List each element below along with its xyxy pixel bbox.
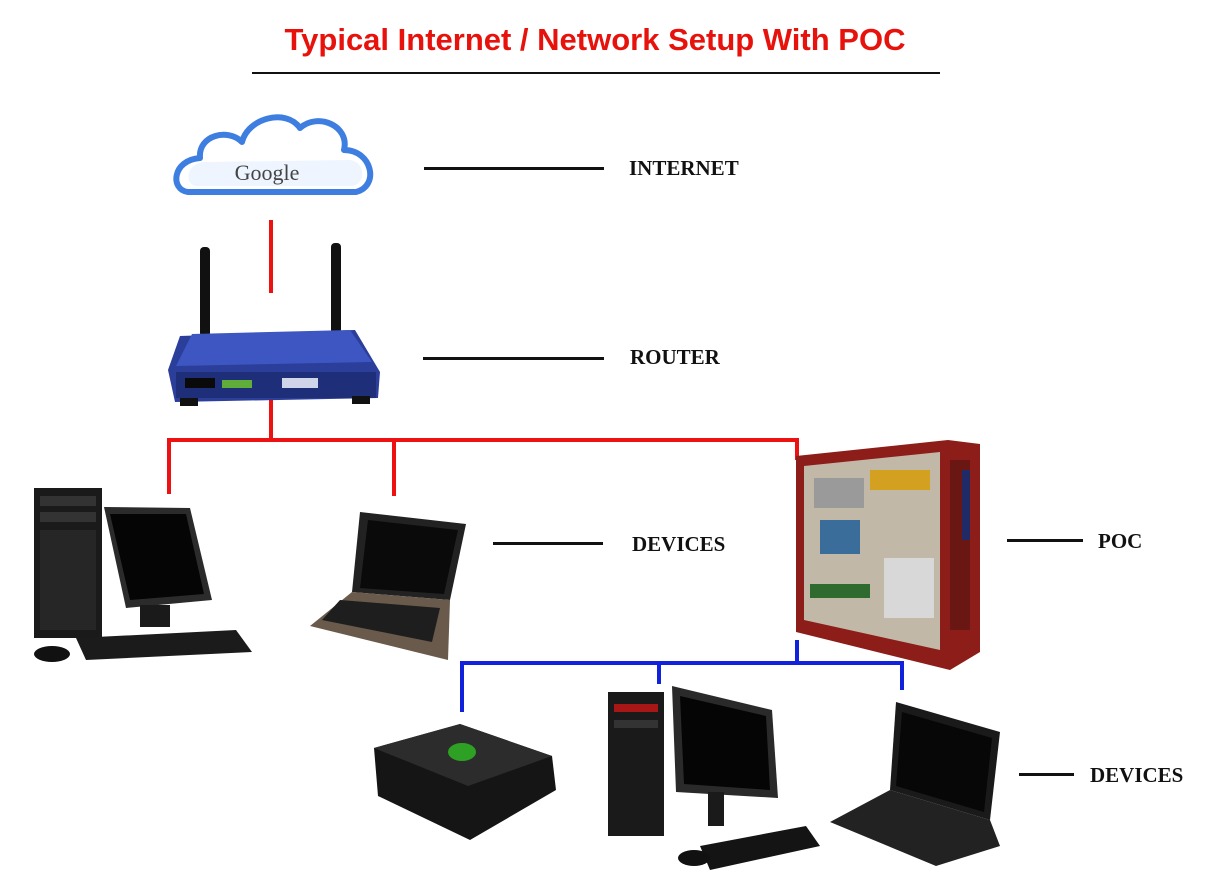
poc-label: POC bbox=[1098, 529, 1143, 553]
router-laptop-link bbox=[271, 438, 396, 496]
page-title: Typical Internet / Network Setup With PO… bbox=[284, 22, 906, 57]
laptop-icon bbox=[830, 702, 1000, 866]
cloud-icon: Google bbox=[173, 114, 374, 195]
router-icon bbox=[168, 243, 380, 406]
poc-leader-line bbox=[1007, 539, 1083, 542]
devices-top-leader-line bbox=[493, 542, 603, 545]
devices-top-label: DEVICES bbox=[632, 532, 726, 556]
router-links bbox=[167, 220, 799, 496]
internet-leader-line bbox=[424, 167, 604, 170]
devices-bottom-label: DEVICES bbox=[1090, 763, 1184, 787]
poc-device-bus bbox=[460, 661, 904, 712]
laptop-icon bbox=[310, 512, 466, 660]
router-poc-link bbox=[394, 438, 799, 460]
devices-bottom-leader-line bbox=[1019, 773, 1074, 776]
desktop-computer-icon bbox=[34, 488, 252, 662]
router-leader-line bbox=[423, 357, 604, 360]
router-desktop-link bbox=[167, 395, 273, 494]
desktop-computer-icon bbox=[608, 686, 820, 870]
cloud-logo-text: Google bbox=[235, 160, 300, 185]
poc-links bbox=[460, 640, 904, 712]
game-console-icon bbox=[374, 724, 556, 840]
internet-label: INTERNET bbox=[629, 156, 739, 180]
title-underline bbox=[252, 72, 940, 74]
pc-tower-open-icon bbox=[796, 440, 980, 670]
router-label: ROUTER bbox=[630, 345, 720, 369]
